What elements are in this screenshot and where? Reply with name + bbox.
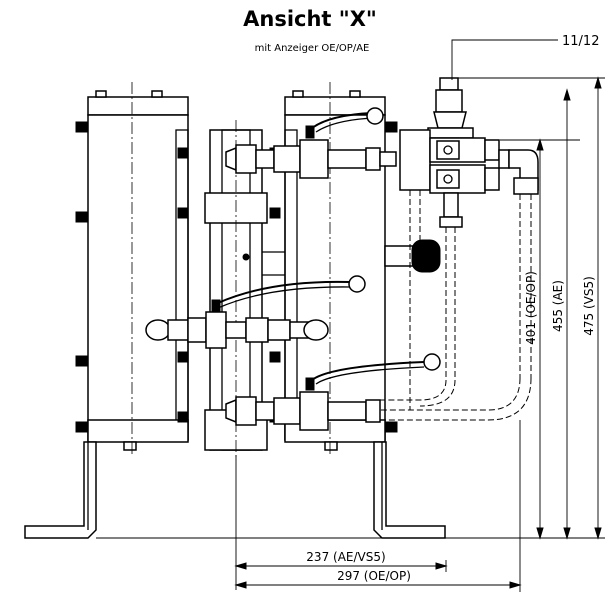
piping [380,190,532,421]
dim-width-oe-op: 297 (OE/OP) [337,569,411,583]
dim-height-vs5: 475 (VS5) [582,276,596,336]
dimension-lines [96,39,605,592]
mounting-feet [24,441,446,539]
dim-height-ae: 455 (AE) [551,280,565,332]
side-handle [384,239,441,273]
lower-valve-row [225,353,441,431]
dim-width-ae-vs5: 237 (AE/VS5) [306,550,385,564]
middle-valve-row [145,275,366,349]
view-subtitle: mit Anzeiger OE/OP/AE [255,43,370,54]
view-title: Ansicht "X" [243,7,377,31]
callout-label: 11/12 [562,34,599,49]
left-filter-housing [75,82,189,455]
upper-valve-row [225,107,397,179]
dim-height-oe-op: 401 (OE/OP) [524,271,538,345]
indicator-assembly [399,77,539,228]
